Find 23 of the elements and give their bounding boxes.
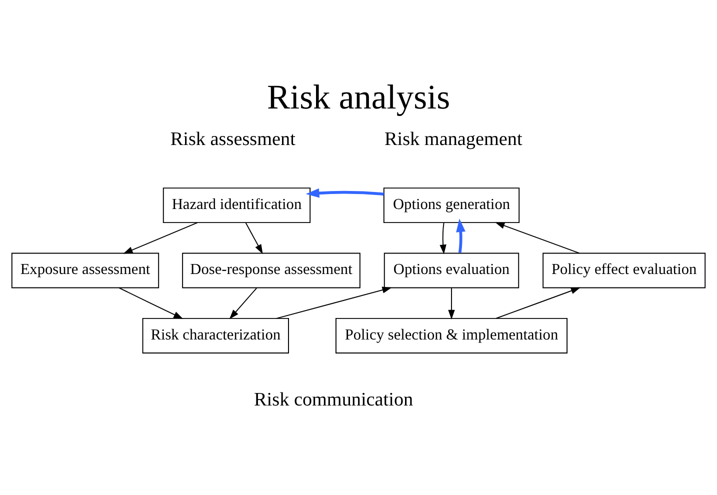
arrow xyxy=(456,218,466,253)
node-box: Exposure assessment xyxy=(11,252,160,288)
node-box: Options generation xyxy=(383,188,520,224)
arrow xyxy=(496,287,581,319)
node-box: Policy effect evaluation xyxy=(542,252,706,288)
arrow xyxy=(276,286,392,319)
arrow xyxy=(440,222,446,254)
node-box: Hazard identification xyxy=(162,188,311,224)
diagram-title: Risk analysis xyxy=(266,78,450,116)
node-box: Options evaluation xyxy=(384,252,520,288)
label: Risk assessment xyxy=(170,128,296,150)
arrow xyxy=(229,288,258,320)
node-box: Policy selection & implementation xyxy=(336,318,568,354)
arrow xyxy=(245,222,263,254)
label: Risk management xyxy=(384,128,522,150)
arrow xyxy=(118,287,184,320)
label: Risk communication xyxy=(254,390,414,411)
node-box: Dose-response assessment xyxy=(182,252,360,288)
arrow xyxy=(306,188,384,198)
node-box: Risk characterization xyxy=(142,318,289,354)
arrow xyxy=(495,222,580,254)
arrow xyxy=(448,288,455,320)
arrow xyxy=(123,222,198,254)
